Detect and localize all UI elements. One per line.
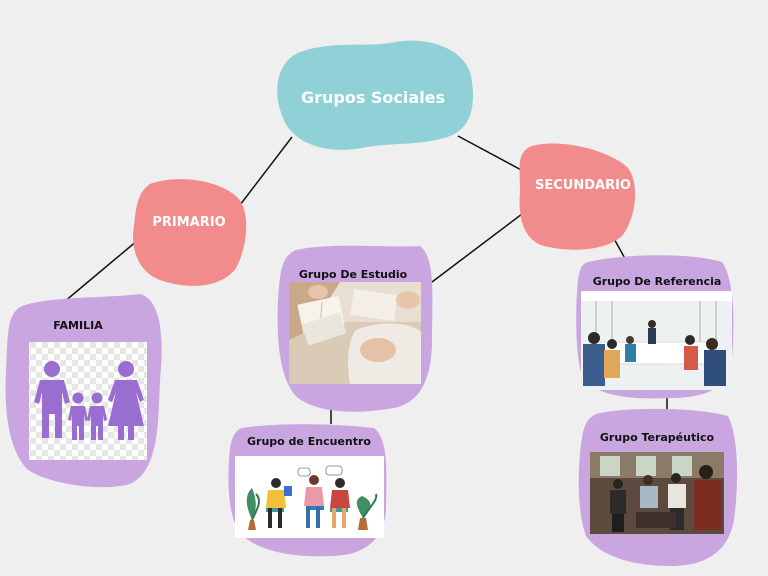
root-label: Grupos Sociales: [300, 88, 446, 107]
primario-label: PRIMARIO: [152, 215, 226, 230]
estudio-label: Grupo De Estudio: [298, 268, 408, 281]
connector-root-primario: [239, 136, 293, 206]
reference-group-photo: [581, 291, 732, 390]
encounter-group-illustration: [235, 456, 384, 538]
connector-primario-familia: [63, 239, 139, 303]
secundario-label: SECUNDARIO: [535, 178, 631, 193]
family-icon: [29, 342, 147, 460]
root-blob: [277, 40, 473, 150]
primario-blob: [133, 179, 247, 286]
study-group-photo: [289, 282, 421, 384]
therapeutic-group-photo: [590, 452, 724, 534]
referencia-label: Grupo De Referencia: [592, 275, 722, 288]
terapeutico-label: Grupo Terapéutico: [599, 431, 715, 444]
connector-root-secundario: [457, 135, 526, 173]
familia-label: FAMILIA: [53, 319, 103, 332]
connector-secundario-estudio: [431, 213, 523, 283]
secundario-blob: [519, 143, 636, 250]
encuentro-label: Grupo de Encuentro: [247, 435, 371, 448]
